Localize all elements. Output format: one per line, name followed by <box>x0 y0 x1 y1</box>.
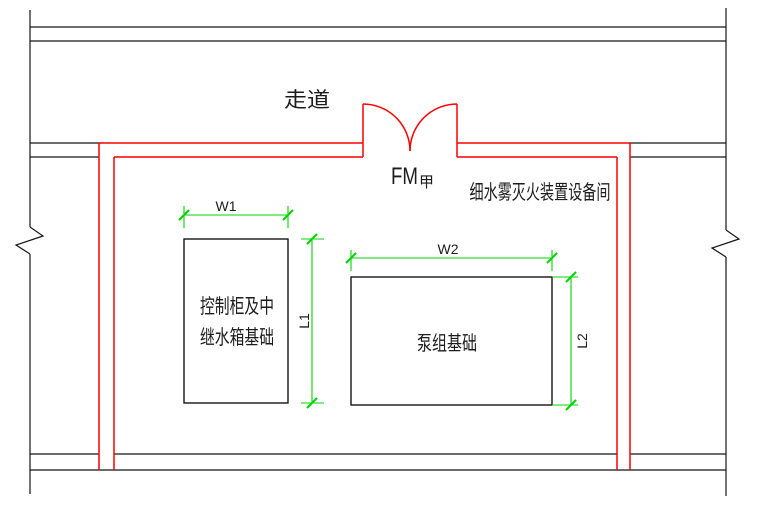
l2-tick-top <box>565 271 577 283</box>
dimension-l1 <box>301 233 324 409</box>
dimension-l2 <box>552 271 578 411</box>
l2-tick-bottom <box>565 399 577 411</box>
door-swing-arc-right <box>409 103 458 152</box>
dim-l1-label: L1 <box>296 313 312 329</box>
control-foundation-label-line1: 控制柜及中 <box>200 295 274 318</box>
w2-tick-left <box>345 252 357 264</box>
door-swing-arc-left <box>362 103 411 152</box>
dimension-lines <box>178 206 578 411</box>
w1-tick-left <box>178 209 190 221</box>
door-label-suffix: 甲 <box>419 174 434 191</box>
pump-foundation-rect <box>350 276 553 406</box>
pump-foundation-label: 泵组基础 <box>417 332 477 355</box>
control-cabinet-foundation-rect <box>183 238 289 404</box>
structural-lines <box>14 8 741 496</box>
break-symbol-left <box>14 226 45 255</box>
dim-l2-label: L2 <box>574 333 590 349</box>
dim-w2-label: W2 <box>438 241 459 257</box>
dimension-w2 <box>345 250 558 271</box>
dimension-w1 <box>178 206 294 228</box>
break-symbol-right <box>710 229 741 258</box>
door-label: FM <box>391 163 418 190</box>
control-foundation-label-line2: 继水箱基础 <box>200 326 274 349</box>
dim-w1-label: W1 <box>216 198 237 214</box>
l1-tick-bottom <box>306 397 318 409</box>
w1-tick-right <box>282 209 294 221</box>
room-wall-red <box>98 103 631 470</box>
l1-tick-top <box>306 233 318 245</box>
w2-tick-right <box>546 252 558 264</box>
corridor-label: 走道 <box>284 89 330 112</box>
room-name-label: 细水雾灭火装置设备间 <box>470 181 611 204</box>
text-labels: 走道 FM 甲 细水雾灭火装置设备间 控制柜及中 继水箱基础 泵组基础 W1 W… <box>200 89 611 355</box>
